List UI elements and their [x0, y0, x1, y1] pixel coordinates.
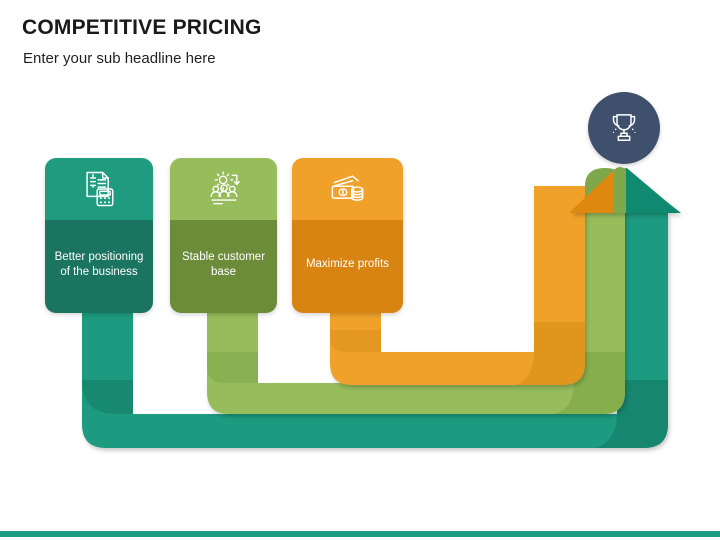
- card-label: Maximize profits: [305, 258, 390, 271]
- card-header: [292, 158, 403, 220]
- arrow-head-wedges: [569, 167, 681, 213]
- customer-group-gear-icon: [209, 171, 240, 205]
- connector-teal: [82, 313, 133, 414]
- invoice-calculator-icon: [86, 171, 114, 207]
- card-header: [45, 158, 153, 220]
- cash-coins-icon: [331, 175, 363, 201]
- connector-orange: [330, 313, 381, 352]
- card-label: Better positioning of the business: [54, 251, 144, 278]
- card-header: [170, 158, 277, 220]
- card-body: Better positioning of the business: [45, 220, 153, 313]
- page-subtitle: Enter your sub headline here: [23, 50, 216, 67]
- card-stable-customers[interactable]: Stable customer base: [170, 158, 277, 313]
- footer-accent-bar: [0, 531, 720, 537]
- card-body: Stable customer base: [170, 220, 277, 313]
- card-body: Maximize profits: [292, 220, 403, 313]
- orange-arrow-ribbon: [330, 186, 585, 385]
- card-maximize-profits[interactable]: Maximize profits: [292, 158, 403, 313]
- trophy-badge: [588, 92, 660, 164]
- teal-arrow-ribbon: [82, 213, 668, 448]
- card-better-positioning[interactable]: Better positioning of the business: [45, 158, 153, 313]
- connector-green: [207, 313, 258, 383]
- page-title: COMPETITIVE PRICING: [22, 16, 262, 39]
- trophy-icon: [612, 114, 636, 141]
- ribbon-corner-highlights: [82, 336, 346, 414]
- card-label: Stable customer base: [181, 251, 266, 278]
